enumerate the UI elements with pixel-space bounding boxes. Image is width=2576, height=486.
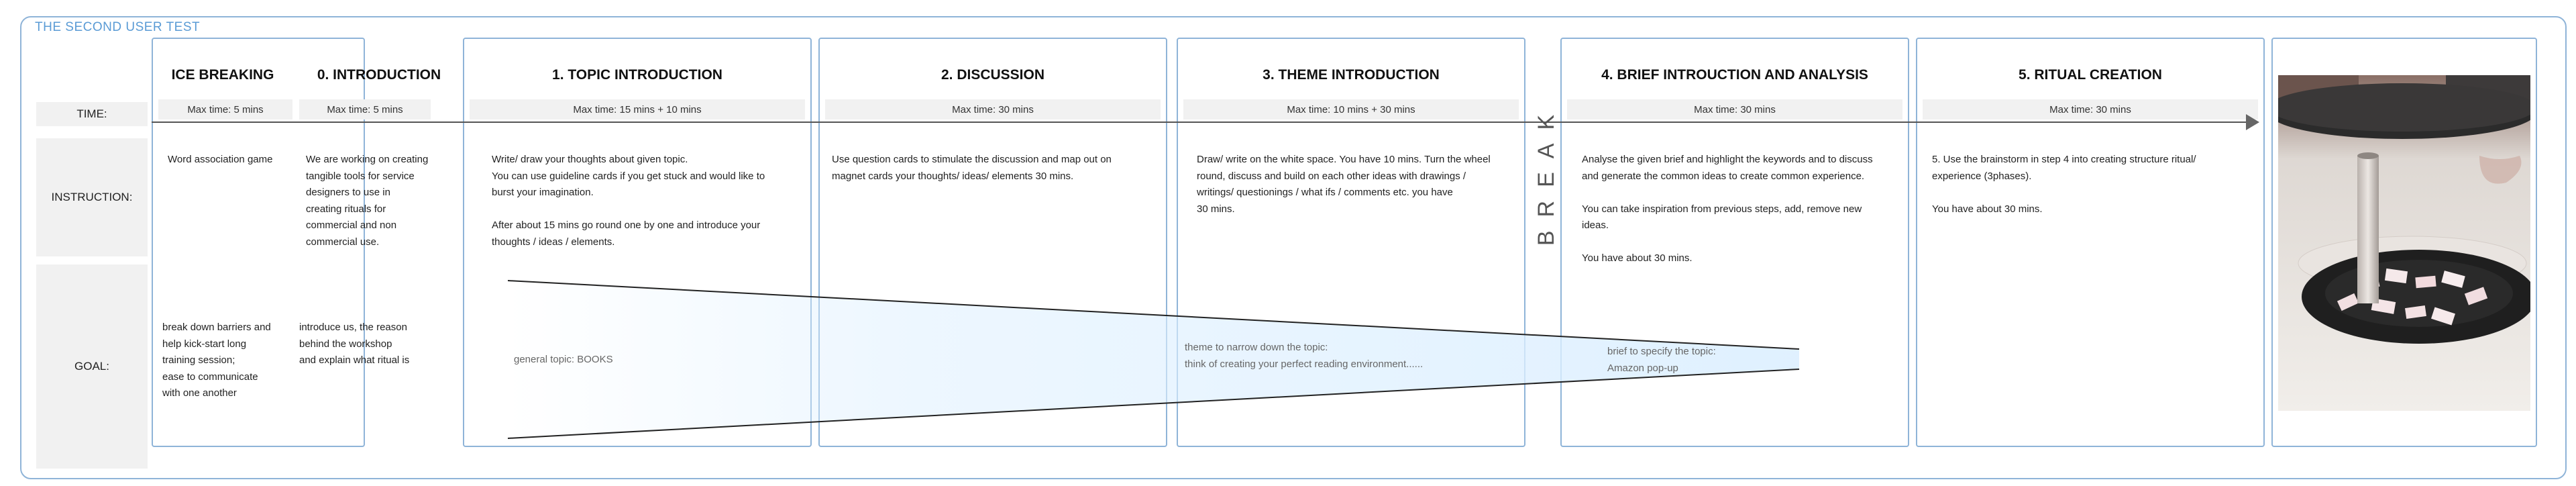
- funnel-top-line: [507, 280, 1800, 350]
- time-topic-introduction: Max time: 15 mins + 10 mins: [470, 99, 805, 119]
- goal-brief-analysis: brief to specify the topic: Amazon pop-u…: [1607, 346, 1716, 374]
- row-label-time: TIME:: [36, 102, 148, 126]
- instruction-brief-analysis: Analyse the given brief and highlight th…: [1582, 154, 1873, 264]
- header-brief-analysis: 4. BRIEF INTROUCTION AND ANALYSIS: [1601, 67, 1868, 83]
- time-brief-analysis: Max time: 30 mins: [1567, 99, 1902, 119]
- instruction-ice-breaking: Word association game: [168, 154, 273, 165]
- time-ice-breaking: Max time: 5 mins: [158, 99, 292, 119]
- goal-theme-introduction: theme to narrow down the topic: think of…: [1185, 342, 1424, 370]
- header-theme-introduction: 3. THEME INTRODUCTION: [1263, 67, 1440, 83]
- goal-topic-introduction: general topic: BOOKS: [514, 354, 613, 365]
- instruction-discussion: Use question cards to stimulate the disc…: [832, 154, 1112, 182]
- time-discussion: Max time: 30 mins: [825, 99, 1161, 119]
- funnel-bottom-line: [507, 369, 1800, 439]
- header-topic-introduction: 1. TOPIC INTRODUCTION: [552, 67, 722, 83]
- time-introduction: Max time: 5 mins: [299, 99, 431, 119]
- wheel-prototype-photo: [2278, 75, 2530, 411]
- header-introduction: 0. INTRODUCTION: [317, 67, 441, 83]
- header-ice-breaking: ICE BREAKING: [171, 67, 274, 83]
- time-theme-introduction: Max time: 10 mins + 30 mins: [1183, 99, 1519, 119]
- workshop-frame: [20, 16, 2567, 479]
- goal-introduction: introduce us, the reason behind the work…: [299, 322, 410, 366]
- instruction-topic-introduction: Write/ draw your thoughts about given to…: [492, 154, 765, 248]
- time-ritual-creation: Max time: 30 mins: [1923, 99, 2258, 119]
- header-ritual-creation: 5. RITUAL CREATION: [2019, 67, 2162, 83]
- instruction-ritual-creation: 5. Use the brainstorm in step 4 into cre…: [1932, 154, 2196, 215]
- instruction-introduction: We are working on creating tangible tool…: [306, 154, 429, 248]
- goal-ice-breaking: break down barriers and help kick-start …: [162, 322, 271, 399]
- funnel-fill: [508, 281, 1799, 438]
- timeline-arrow-head: [2246, 114, 2259, 130]
- row-label-goal: GOAL:: [36, 264, 148, 469]
- page-title: THE SECOND USER TEST: [35, 20, 201, 34]
- instruction-theme-introduction: Draw/ write on the white space. You have…: [1197, 154, 1491, 215]
- row-label-instruction: INSTRUCTION:: [36, 138, 148, 256]
- header-discussion: 2. DISCUSSION: [941, 67, 1045, 83]
